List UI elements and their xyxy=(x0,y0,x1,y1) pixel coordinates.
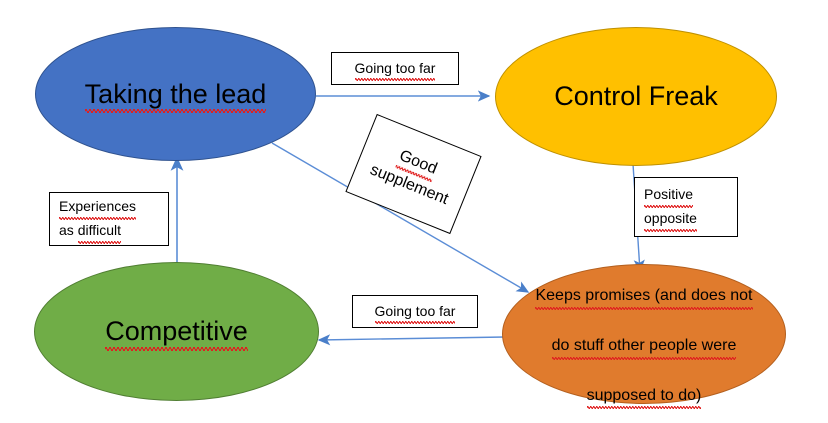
edge-label-experiences-as-difficult[interactable]: Experiences as difficult xyxy=(49,192,169,246)
node-taking-the-lead-label: Taking the lead xyxy=(75,77,277,113)
node-keeps-promises-line-3: supposed to do) xyxy=(586,384,701,410)
edge-label-good-supplement[interactable]: Good supplement xyxy=(345,113,482,235)
edge-label-experiences-line-2-wrap: as difficult xyxy=(59,219,122,244)
edge-label-experiences-line-1: Experiences xyxy=(59,195,137,220)
edge-label-experiences-difficult-word: difficult xyxy=(77,219,122,244)
node-competitive-text: Competitive xyxy=(105,314,248,351)
node-competitive-label: Competitive xyxy=(95,314,258,351)
node-keeps-promises-line-1: Keeps promises (and does not xyxy=(535,284,753,310)
node-keeps-promises-label: Keeps promises (and does not do stuff ot… xyxy=(525,260,762,410)
node-control-freak[interactable]: Control Freak xyxy=(495,27,777,166)
edge-label-good-supplement-stack: Good supplement xyxy=(366,136,461,211)
edge-label-positive-opposite-line-1: Positive xyxy=(644,183,694,208)
node-taking-the-lead-text: Taking the lead xyxy=(84,77,266,113)
edge-label-going-too-far-bottom[interactable]: Going too far xyxy=(352,295,478,328)
edge-label-going-too-far-top[interactable]: Going too far xyxy=(331,52,459,85)
node-taking-the-lead[interactable]: Taking the lead xyxy=(35,27,316,161)
edge-label-positive-opposite-line-2: opposite xyxy=(644,207,697,232)
edge-label-going-too-far-top-text: Going too far xyxy=(354,57,435,82)
node-keeps-promises[interactable]: Keeps promises (and does not do stuff ot… xyxy=(502,264,786,410)
edge-label-going-too-far-bottom-text: Going too far xyxy=(374,300,455,325)
node-keeps-promises-line-2: do stuff other people were xyxy=(551,334,736,360)
node-control-freak-label: Control Freak xyxy=(554,81,718,112)
node-competitive[interactable]: Competitive xyxy=(34,262,319,401)
edge-keeps-to-competitive xyxy=(317,334,506,346)
edge-label-positive-opposite[interactable]: Positive opposite xyxy=(634,177,738,237)
